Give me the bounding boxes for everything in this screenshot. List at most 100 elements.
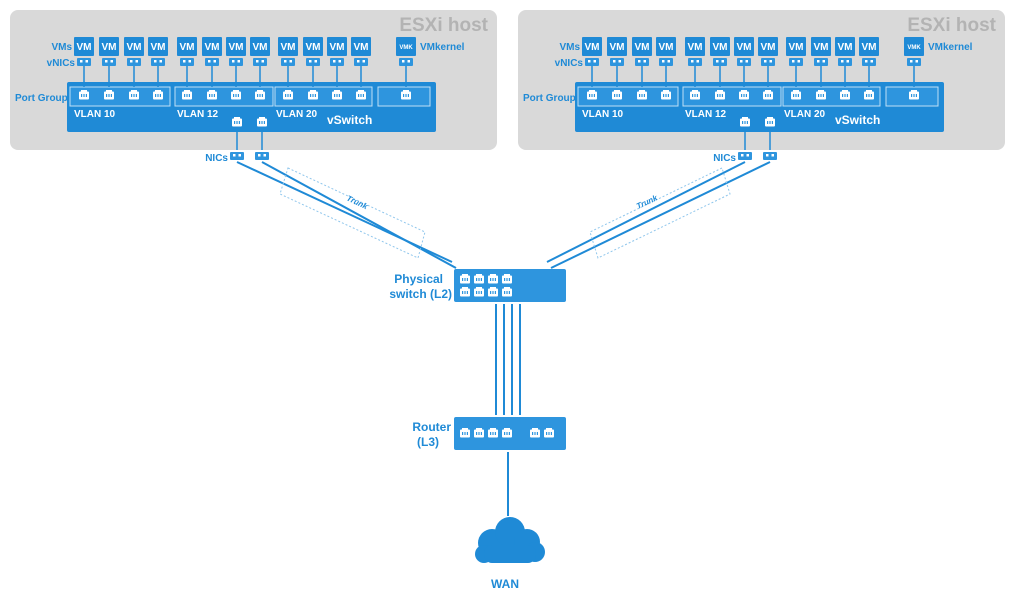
port-group-0 bbox=[69, 86, 171, 107]
vnic-icon bbox=[659, 58, 673, 66]
vmk-vnic-icon bbox=[399, 58, 413, 66]
vm-label: VM bbox=[306, 42, 321, 53]
vnic-icon bbox=[151, 58, 165, 66]
trunk-bundle-left: Trunk bbox=[279, 167, 426, 259]
vm-box bbox=[811, 37, 831, 56]
vnic-icon bbox=[205, 58, 219, 66]
vlan-label-0: VLAN 10 bbox=[74, 109, 116, 120]
nics-label: NICs bbox=[713, 153, 736, 164]
vms-label: VMs bbox=[559, 42, 580, 53]
vm-box bbox=[99, 37, 119, 56]
physical-switch-box bbox=[454, 269, 566, 302]
vnic-icon bbox=[789, 58, 803, 66]
vm-label: VM bbox=[354, 42, 369, 53]
vm-box bbox=[835, 37, 855, 56]
vnic-icon bbox=[229, 58, 243, 66]
vnic-icon bbox=[737, 58, 751, 66]
vm-label: VM bbox=[838, 42, 853, 53]
vm-box bbox=[74, 37, 94, 56]
host-title: ESXi host bbox=[907, 15, 996, 36]
vm-label: VM bbox=[77, 42, 92, 53]
vm-label: VM bbox=[281, 42, 296, 53]
vm-box bbox=[148, 37, 168, 56]
vm-box bbox=[124, 37, 144, 56]
port-group-1 bbox=[174, 86, 274, 107]
vm-label: VM bbox=[151, 42, 166, 53]
port-group-2 bbox=[782, 86, 881, 107]
vnic-icon bbox=[330, 58, 344, 66]
vm-box bbox=[351, 37, 371, 56]
vnics-label: vNICs bbox=[555, 58, 584, 69]
vm-label: VM bbox=[814, 42, 829, 53]
vm-label: VM bbox=[713, 42, 728, 53]
nic-icon bbox=[255, 152, 269, 160]
vlan-label-1: VLAN 12 bbox=[177, 109, 219, 120]
vm-box bbox=[250, 37, 270, 56]
vm-label: VM bbox=[330, 42, 345, 53]
vnic-icon bbox=[281, 58, 295, 66]
vm-label: VM bbox=[205, 42, 220, 53]
vnic-icon bbox=[688, 58, 702, 66]
nic-icon bbox=[738, 152, 752, 160]
physical-switch-label-line1: Physical bbox=[394, 272, 443, 286]
vm-box bbox=[656, 37, 676, 56]
vm-label: VM bbox=[585, 42, 600, 53]
vm-label: VM bbox=[688, 42, 703, 53]
port-groups-label: Port Groups bbox=[15, 93, 74, 104]
vnics-label: vNICs bbox=[47, 58, 76, 69]
vlan-label-0: VLAN 10 bbox=[582, 109, 624, 120]
vmk-label: VMK bbox=[907, 45, 921, 51]
vm-box bbox=[582, 37, 602, 56]
vm-box bbox=[758, 37, 778, 56]
vswitch-label: vSwitch bbox=[327, 113, 372, 127]
vm-box bbox=[859, 37, 879, 56]
vnic-icon bbox=[610, 58, 624, 66]
nic-icon bbox=[230, 152, 244, 160]
uplink-cables bbox=[236, 161, 771, 269]
vnic-icon bbox=[77, 58, 91, 66]
vm-label: VM bbox=[610, 42, 625, 53]
vnic-icon bbox=[761, 58, 775, 66]
vlan-label-1: VLAN 12 bbox=[685, 109, 727, 120]
nics-label: NICs bbox=[205, 153, 228, 164]
port-group-1 bbox=[682, 86, 782, 107]
vm-box bbox=[278, 37, 298, 56]
vnic-icon bbox=[585, 58, 599, 66]
vnic-icon bbox=[253, 58, 267, 66]
vmk-label: VMK bbox=[399, 45, 413, 51]
vm-box bbox=[786, 37, 806, 56]
switch-router-links bbox=[495, 304, 521, 415]
vm-box bbox=[685, 37, 705, 56]
vnic-icon bbox=[862, 58, 876, 66]
vm-label: VM bbox=[229, 42, 244, 53]
vlan-label-2: VLAN 20 bbox=[784, 109, 826, 120]
vm-label: VM bbox=[180, 42, 195, 53]
cloud-icon bbox=[475, 517, 545, 563]
vm-box bbox=[734, 37, 754, 56]
vm-label: VM bbox=[253, 42, 268, 53]
router-label-line1: Router bbox=[412, 420, 451, 434]
port-group-0 bbox=[577, 86, 679, 107]
router: Router (L3) bbox=[412, 417, 566, 450]
vnic-icon bbox=[814, 58, 828, 66]
vm-box bbox=[607, 37, 627, 56]
vm-box bbox=[226, 37, 246, 56]
vmkernel-label: VMkernel bbox=[420, 42, 465, 53]
vlan-label-2: VLAN 20 bbox=[276, 109, 318, 120]
nic-icon bbox=[763, 152, 777, 160]
vm-box bbox=[710, 37, 730, 56]
vmkernel-label: VMkernel bbox=[928, 42, 973, 53]
vmk-box bbox=[396, 37, 416, 56]
trunk-bundle-right: Trunk bbox=[589, 167, 731, 259]
vm-label: VM bbox=[127, 42, 142, 53]
vm-box bbox=[327, 37, 347, 56]
vnic-icon bbox=[713, 58, 727, 66]
vnic-icon bbox=[127, 58, 141, 66]
vm-box bbox=[303, 37, 323, 56]
vm-box bbox=[202, 37, 222, 56]
vm-label: VM bbox=[635, 42, 650, 53]
